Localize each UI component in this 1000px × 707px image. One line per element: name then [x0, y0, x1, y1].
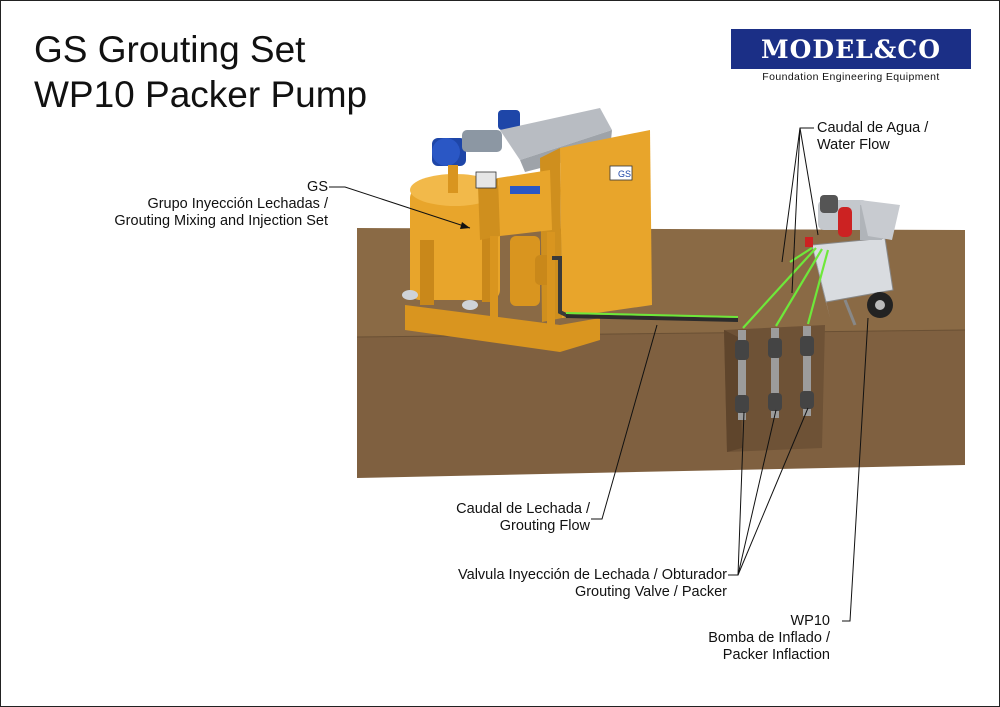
grout-hose	[565, 314, 739, 322]
gs-leader	[329, 186, 471, 229]
wp10-line2: Bomba de Inflado /	[708, 630, 830, 646]
gs-label: GS Grupo Inyección Lechadas / Grouting M…	[60, 179, 328, 230]
wp10-line3: Packer Inflaction	[722, 647, 830, 663]
ground-top	[357, 228, 965, 337]
logo-tagline: Foundation Engineering Equipment	[762, 71, 940, 83]
valve-label: Valvula Inyección de Lechada / Obturador…	[400, 567, 727, 601]
packers	[735, 326, 814, 420]
ground-front	[357, 330, 965, 478]
gs-label-line1: GS	[307, 179, 328, 195]
water-flow-lines	[742, 247, 830, 329]
valve-line2: Grouting Valve / Packer	[574, 584, 727, 600]
gs-label-line3: Grouting Mixing and Injection Set	[114, 213, 328, 229]
grouting-flow-line2: Grouting Flow	[499, 518, 590, 534]
grouting-flow-line1: Caudal de Lechada /	[456, 501, 590, 517]
gs-plate: GS	[618, 169, 631, 179]
model-co-logo: MODEL&CO	[731, 29, 971, 69]
title-line-1: GS Grouting Set	[34, 29, 306, 70]
logo-divider	[731, 68, 971, 69]
gs-label-line2: Grupo Inyección Lechadas /	[147, 196, 328, 212]
water-flow-label: Caudal de Agua / Water Flow	[817, 120, 928, 154]
logo-name: MODEL&CO	[760, 34, 941, 64]
gs-grouting-set	[402, 108, 652, 352]
wp10-leader	[842, 317, 869, 622]
grouting-flow-label: Caudal de Lechada / Grouting Flow	[400, 501, 590, 535]
grout-flow-line	[565, 312, 739, 318]
valve-line1: Valvula Inyección de Lechada / Obturador	[458, 567, 727, 583]
title-line-2: WP10 Packer Pump	[34, 74, 368, 115]
water-flow-line1: Caudal de Agua /	[817, 120, 929, 136]
wp10-label: WP10 Bomba de Inflado / Packer Inflactio…	[640, 613, 830, 664]
grouting-flow-leader	[591, 324, 658, 520]
water-flow-line2: Water Flow	[817, 137, 890, 153]
wp10-packer-pump	[805, 195, 900, 326]
wp10-line1: WP10	[790, 613, 831, 629]
